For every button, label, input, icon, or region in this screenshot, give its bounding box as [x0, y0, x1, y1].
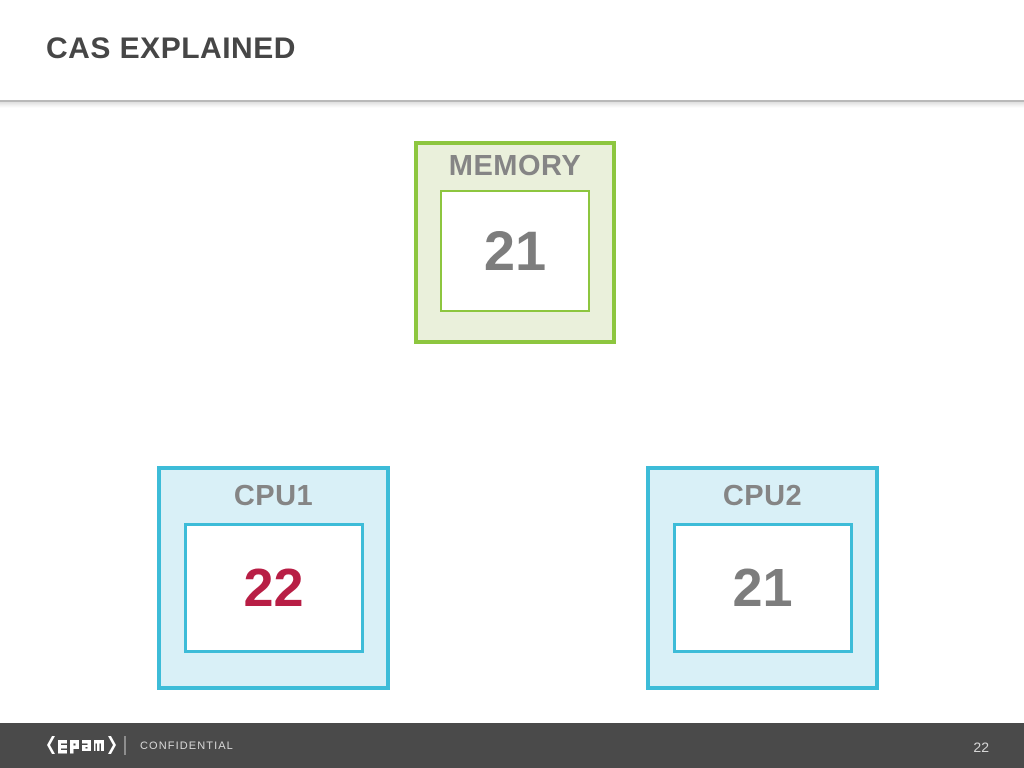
memory-box: MEMORY 21 — [414, 141, 616, 344]
confidential-label: CONFIDENTIAL — [140, 740, 234, 752]
header-divider-shadow — [0, 102, 1024, 108]
cpu1-value: 22 — [243, 558, 304, 618]
slide-footer: CONFIDENTIAL 22 — [0, 723, 1024, 768]
cpu1-box: CPU1 22 — [157, 466, 390, 690]
header-divider — [0, 100, 1024, 102]
memory-value: 21 — [483, 219, 547, 282]
page-number: 22 — [973, 739, 989, 755]
page-title: CAS EXPLAINED — [46, 32, 296, 65]
cpu2-label: CPU2 — [722, 480, 803, 512]
cpu2-box: CPU2 21 — [646, 466, 879, 690]
slide-header: CAS EXPLAINED — [0, 0, 1024, 100]
cpu1-value-container: 22 — [183, 523, 364, 653]
cpu2-value: 21 — [732, 558, 793, 618]
memory-label: MEMORY — [448, 150, 582, 182]
cpu2-value-container: 21 — [672, 523, 853, 653]
cpu1-label: CPU1 — [233, 480, 314, 512]
memory-value-container: 21 — [440, 190, 590, 312]
epam-logo-icon — [47, 736, 116, 754]
footer-divider — [124, 736, 126, 755]
